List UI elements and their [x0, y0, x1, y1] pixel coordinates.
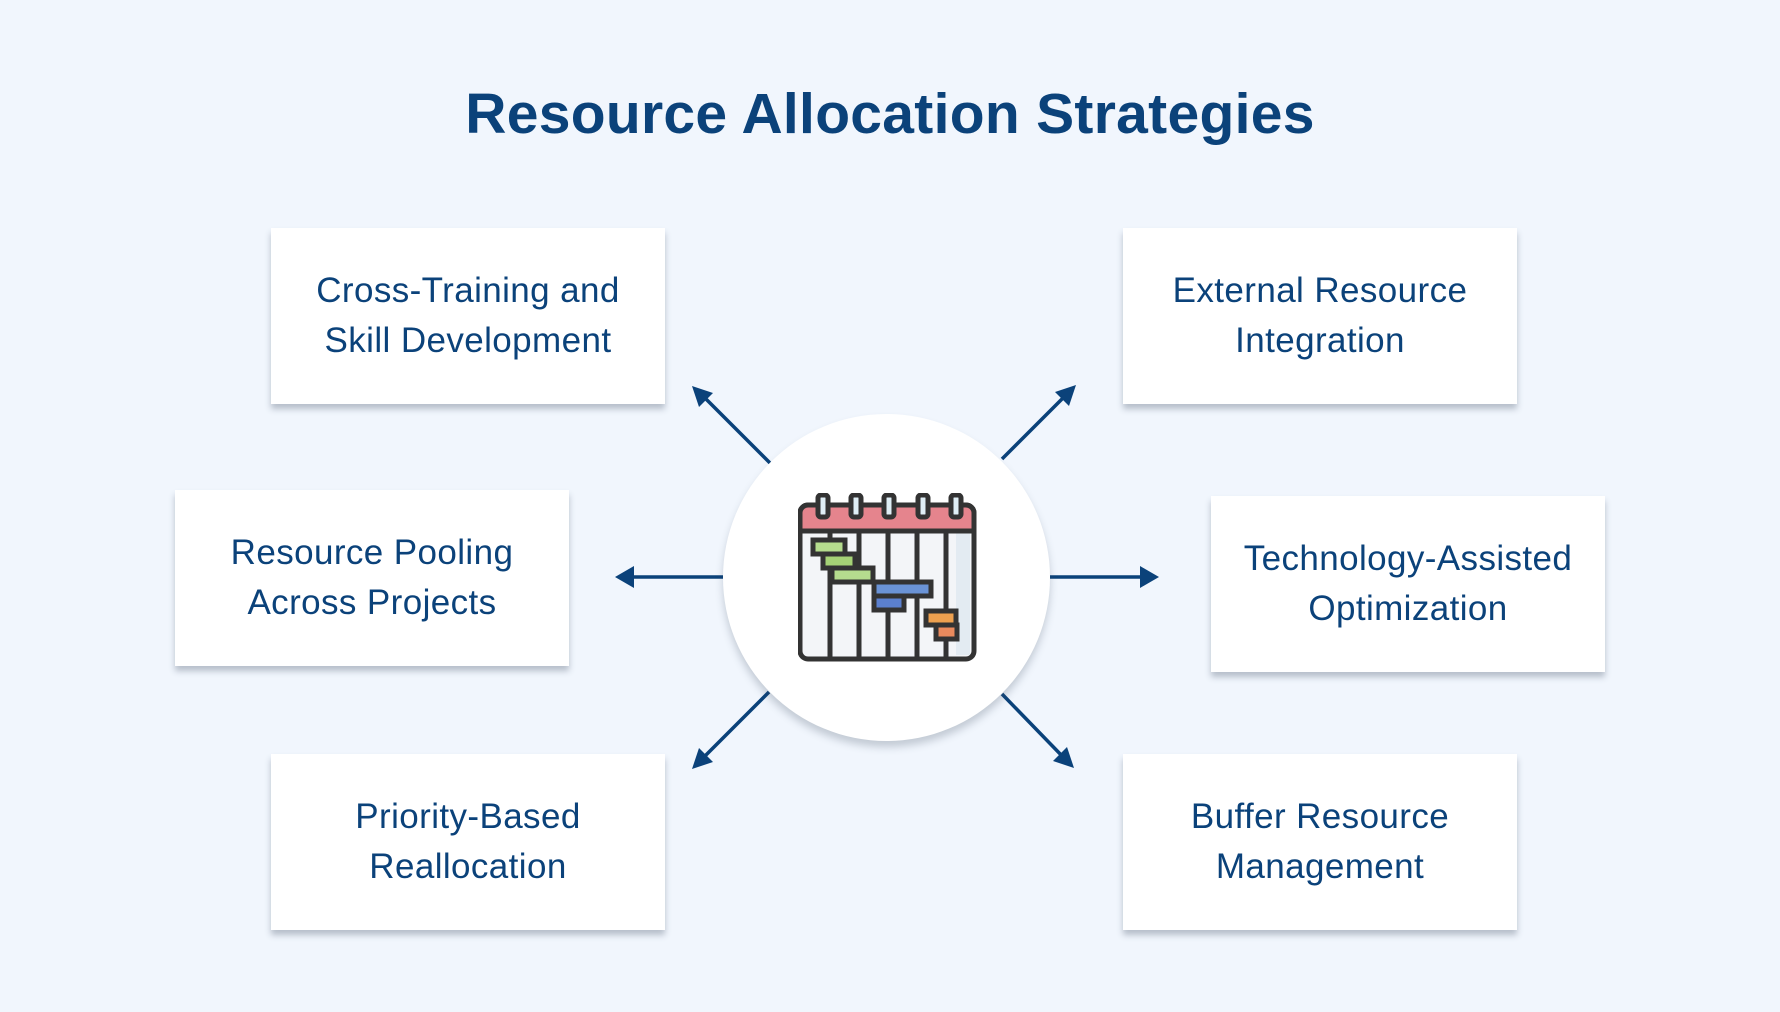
strategy-label-line1: Priority-Based	[355, 797, 581, 836]
page-title: Resource Allocation Strategies	[465, 82, 1315, 146]
strategy-label: Technology-Assisted Optimization	[1244, 534, 1573, 634]
arrowhead-top-left	[692, 386, 713, 407]
arrowhead-middle-right	[1140, 566, 1159, 588]
strategy-label: External Resource Integration	[1173, 266, 1468, 366]
strategy-label: Cross-Training and Skill Development	[316, 266, 620, 366]
strategy-card-resource-pooling: Resource Pooling Across Projects	[175, 490, 569, 666]
strategy-card-buffer-resource: Buffer Resource Management	[1123, 754, 1517, 930]
arrowhead-bottom-left	[692, 748, 713, 769]
strategy-label-line2: Integration	[1235, 321, 1405, 360]
strategy-label-line1: Resource Pooling	[230, 533, 514, 572]
strategy-label-line1: External Resource	[1172, 271, 1468, 310]
gantt-calendar-icon	[798, 493, 977, 662]
arrow-top-right	[1000, 391, 1070, 461]
strategy-label: Buffer Resource Management	[1191, 792, 1449, 892]
arrow-top-left	[698, 391, 772, 465]
central-hub	[723, 414, 1050, 741]
strategy-card-priority-based: Priority-Based Reallocation	[271, 754, 665, 930]
strategy-label: Resource Pooling Across Projects	[231, 528, 514, 628]
strategy-label-line2: Optimization	[1308, 589, 1508, 628]
strategy-card-technology-assisted: Technology-Assisted Optimization	[1211, 496, 1605, 672]
strategy-label-line2: Management	[1215, 847, 1425, 886]
strategy-label-line1: Cross-Training and	[316, 271, 620, 310]
arrowhead-middle-left	[615, 566, 634, 588]
strategy-label-line2: Across Projects	[247, 583, 497, 622]
strategy-label-line2: Skill Development	[324, 321, 612, 360]
strategy-card-external-resource: External Resource Integration	[1123, 228, 1517, 404]
arrow-bottom-right	[1000, 692, 1068, 762]
strategy-card-cross-training: Cross-Training and Skill Development	[271, 228, 665, 404]
strategy-label-line1: Buffer Resource	[1190, 797, 1450, 836]
strategy-label-line1: Technology-Assisted	[1243, 539, 1573, 578]
strategy-label: Priority-Based Reallocation	[355, 792, 580, 892]
arrowhead-bottom-right	[1053, 747, 1074, 768]
strategy-label-line2: Reallocation	[369, 847, 567, 886]
arrow-bottom-left	[698, 690, 771, 763]
arrowhead-top-right	[1055, 385, 1076, 406]
